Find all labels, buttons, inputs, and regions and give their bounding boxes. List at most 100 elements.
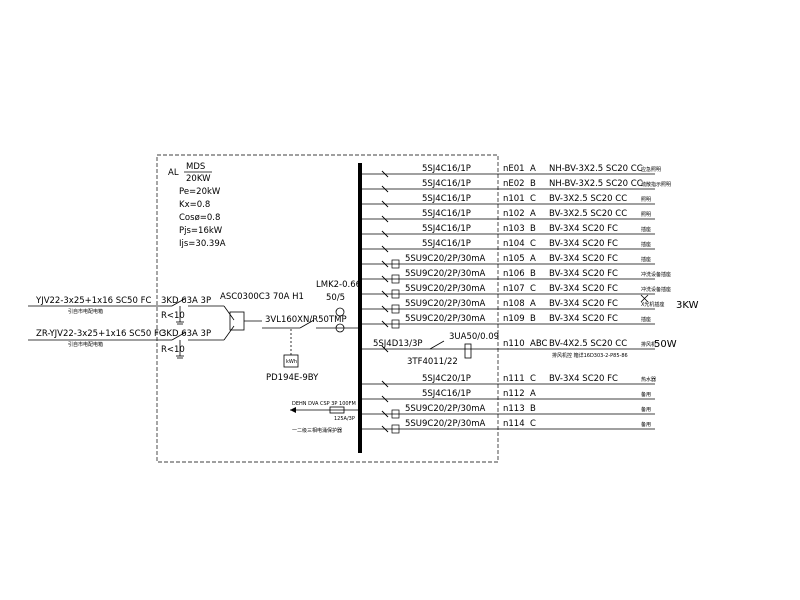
meter-model: PD194E-9BY [266, 373, 319, 383]
circuit-breaker-label: 5SJ4C16/1P [422, 389, 471, 399]
spd-label-top: DEHN DVA CSP 3P 100FM [292, 401, 356, 407]
circuit-phase: B [530, 404, 536, 414]
circuit-phase: ABC [530, 339, 547, 349]
ct-symbol [335, 323, 345, 333]
circuit-use: 疏散指示照明 [641, 181, 671, 188]
breaker-mark [381, 200, 389, 208]
breaker-mark [381, 395, 389, 403]
circuit-use: 照明 [641, 212, 651, 218]
circuit-phase: B [530, 314, 536, 324]
incoming-switch-1: 3KD 63A 3P [161, 296, 211, 306]
circuit-id: n108 [503, 299, 525, 309]
circuit-id: n113 [503, 404, 525, 414]
circuit-power: 3KW [676, 300, 699, 311]
spd-label-bottom: 一二级三相电涌保护器 [292, 427, 342, 434]
circuit-use: 插座 [641, 316, 651, 323]
circuit-breaker-label: 5SU9C20/2P/30mA [405, 299, 486, 309]
circuit-id: nE01 [503, 164, 525, 174]
circuit-phase: C [530, 374, 536, 384]
circuit-cable: BV-3X4 SC20 FC [549, 284, 618, 294]
circuit-cable: BV-3X4 SC20 FC [549, 299, 618, 309]
incoming-r-2: R<10 [161, 345, 185, 355]
circuit-id: n102 [503, 209, 525, 219]
circuit-id: n103 [503, 224, 525, 234]
incoming-cable-2: ZR-YJV22-3x25+1x16 SC50 FC [36, 329, 165, 339]
panel-param: Pe=20kW [179, 187, 221, 197]
circuit-id: n106 [503, 269, 525, 279]
circuit-id: n107 [503, 284, 525, 294]
circuit-breaker-label: 5SJ4C16/1P [422, 194, 471, 204]
circuit-breaker-label: 5SJ4C20/1P [422, 374, 471, 384]
breaker-mark [381, 245, 389, 253]
breaker-mark [381, 215, 389, 223]
circuit-use: 冲洗设备插座 [641, 286, 671, 293]
rcd-symbol [391, 289, 400, 299]
circuit-phase: A [530, 209, 536, 219]
circuit-cable: BV-3X4 SC20 FC [549, 254, 618, 264]
panel-kw-label: 20KW [186, 174, 211, 184]
panel-param: Kx=0.8 [179, 200, 210, 210]
circuit-use: 冲洗设备插座 [641, 271, 671, 278]
ats-symbol [229, 311, 245, 331]
breaker-mark [381, 170, 389, 178]
thermal-relay-symbol [464, 343, 472, 359]
circuit-id: n104 [503, 239, 525, 249]
circuit-use: 热水器 [641, 376, 656, 383]
circuit-breaker-label: 5SU9C20/2P/30mA [405, 314, 486, 324]
circuit-phase: C [530, 194, 536, 204]
breaker-mark [381, 185, 389, 193]
spd-fuse [329, 406, 345, 414]
circuit-phase: A [530, 299, 536, 309]
circuit-use: 照明 [641, 197, 651, 203]
circuit-breaker-label: 5SJ4C16/1P [422, 179, 471, 189]
circuit-cable: BV-3X4 SC20 FC [549, 269, 618, 279]
breaker-mark [381, 275, 389, 283]
circuit-cable: NH-BV-3X2.5 SC20 CC [549, 164, 643, 174]
spd-arrow [290, 407, 296, 413]
circuit-power: 50W [654, 339, 677, 350]
rcd-symbol [391, 304, 400, 314]
panel-param: Pjs=16kW [179, 226, 223, 236]
circuit-cable: BV-3X2.5 SC20 CC [549, 209, 627, 219]
rcd-symbol [391, 274, 400, 284]
circuit-id: n114 [503, 419, 525, 429]
circuit-cable: BV-3X4 SC20 FC [549, 224, 618, 234]
incoming-cable-1: YJV22-3x25+1x16 SC50 FC [35, 296, 151, 306]
circuit-breaker-label: 5SU9C20/2P/30mA [405, 284, 486, 294]
circuit-id: nE02 [503, 179, 525, 189]
contactor-mark [429, 340, 445, 350]
circuit-use: 备用 [641, 391, 651, 398]
circuit-use: 插座 [641, 226, 651, 233]
circuit-use: 应急照明 [641, 166, 661, 173]
circuit-use: 备用 [641, 421, 651, 428]
breaker-mark [381, 380, 389, 388]
circuit-cable: BV-4X2.5 SC20 CC [549, 339, 627, 349]
circuit-breaker-label: 5SU9C20/2P/30mA [405, 404, 486, 414]
circuit-use: 插座 [641, 241, 651, 248]
breaker-mark [381, 345, 389, 353]
circuit-phase: B [530, 179, 536, 189]
circuit-id: n111 [503, 374, 525, 384]
panel-al-label: AL [168, 168, 179, 178]
circuit-phase: C [530, 419, 536, 429]
rcd-symbol [391, 259, 400, 269]
circuit-id: n112 [503, 389, 525, 399]
rcd-symbol [391, 319, 400, 329]
circuit-phase: C [530, 239, 536, 249]
circuit-id: n109 [503, 314, 525, 324]
circuit-cable: BV-3X2.5 SC20 CC [549, 194, 627, 204]
circuit-note: 排风机控 箱详16D303-2-P85-86 [552, 352, 628, 359]
breaker-mark [381, 305, 389, 313]
circuit-phase: C [530, 284, 536, 294]
panel-mds-label: MDS [186, 162, 205, 172]
breaker-mark [381, 410, 389, 418]
circuit-breaker-label: 5SU9C20/2P/30mA [405, 269, 486, 279]
circuit-use: 排风机 [641, 341, 656, 348]
circuit-breaker-label: 5SU9C20/2P/30mA [405, 419, 486, 429]
circuit-breaker-label: 5SJ4C16/1P [422, 164, 471, 174]
breaker-mark [381, 425, 389, 433]
circuit-cable: NH-BV-3X2.5 SC20 CC [549, 179, 643, 189]
rcd-symbol [391, 409, 400, 419]
panel-param: Ijs=30.39A [179, 239, 226, 249]
